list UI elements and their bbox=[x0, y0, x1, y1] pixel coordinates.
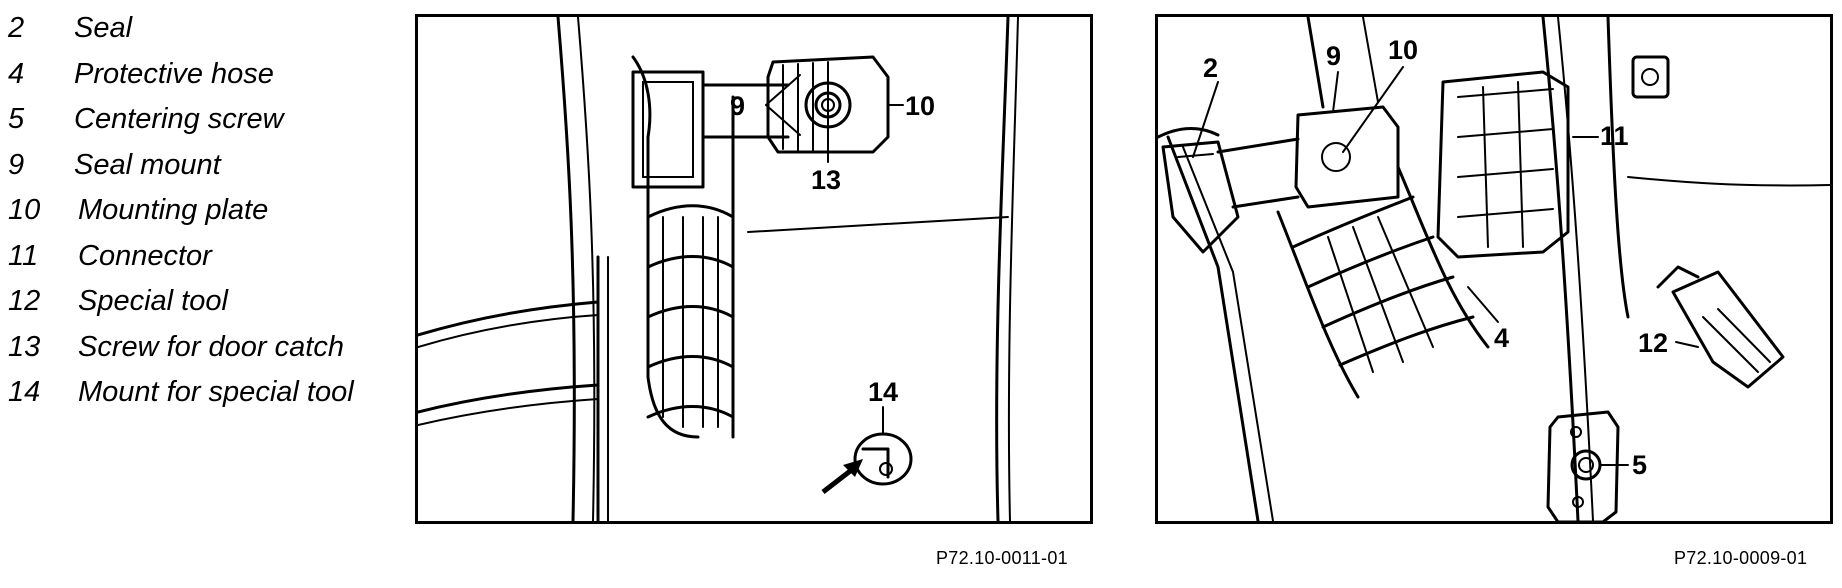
legend-text: Seal mount bbox=[74, 148, 221, 181]
figure-2-code: P72.10-0009-01 bbox=[1674, 548, 1808, 568]
legend-text: Mounting plate bbox=[78, 194, 269, 226]
legend-number: 5 bbox=[8, 103, 25, 135]
figure-connector-detail: 2 9 10 11 12 4 5 bbox=[1155, 14, 1833, 524]
callout-2: 2 bbox=[1203, 53, 1218, 83]
legend-item: 11 Connector bbox=[0, 240, 410, 286]
legend-text: Special tool bbox=[78, 285, 228, 317]
legend-number: 12 bbox=[8, 285, 41, 317]
legend-item: 2 Seal bbox=[0, 12, 410, 58]
callout-9: 9 bbox=[730, 91, 745, 121]
callout-5: 5 bbox=[1632, 450, 1647, 480]
legend-item: 13 Screw for door catch bbox=[0, 331, 410, 377]
callout-11: 11 bbox=[1600, 121, 1629, 151]
legend-item: 9 Seal mount bbox=[0, 149, 410, 195]
figure-door-catch-detail: 9 10 13 14 bbox=[415, 14, 1093, 524]
callout-12: 12 bbox=[1638, 328, 1668, 358]
callout-13: 13 bbox=[811, 165, 841, 195]
legend-item: 5 Centering screw bbox=[0, 103, 410, 149]
legend-item: 12 Special tool bbox=[0, 285, 410, 331]
legend-number: 10 bbox=[8, 194, 41, 226]
callout-10: 10 bbox=[905, 91, 935, 121]
legend-text: Connector bbox=[78, 239, 212, 272]
legend-text: Mount for special tool bbox=[78, 376, 354, 408]
legend-number: 11 bbox=[8, 239, 39, 272]
parts-legend: 2 Seal 4 Protective hose 5 Centering scr… bbox=[0, 12, 410, 422]
legend-number: 9 bbox=[8, 148, 25, 181]
callout-14: 14 bbox=[868, 377, 898, 407]
legend-text: Seal bbox=[74, 12, 133, 44]
legend-item: 10 Mounting plate bbox=[0, 194, 410, 240]
callout-10: 10 bbox=[1388, 35, 1418, 65]
callout-9: 9 bbox=[1326, 41, 1341, 71]
legend-number: 14 bbox=[8, 376, 41, 408]
legend-text: Protective hose bbox=[74, 57, 274, 90]
figure-2-illustration: 2 9 10 11 12 4 5 bbox=[1158, 17, 1830, 521]
legend-number: 13 bbox=[8, 330, 41, 363]
callout-4: 4 bbox=[1494, 323, 1509, 353]
figure-1-illustration: 9 10 13 14 bbox=[418, 17, 1019, 521]
legend-number: 4 bbox=[8, 57, 25, 90]
figure-1-code: P72.10-0011-01 bbox=[936, 548, 1068, 568]
legend-item: 14 Mount for special tool bbox=[0, 376, 410, 422]
legend-number: 2 bbox=[8, 12, 25, 44]
legend-text: Screw for door catch bbox=[78, 330, 344, 363]
legend-text: Centering screw bbox=[74, 103, 284, 135]
legend-item: 4 Protective hose bbox=[0, 58, 410, 104]
